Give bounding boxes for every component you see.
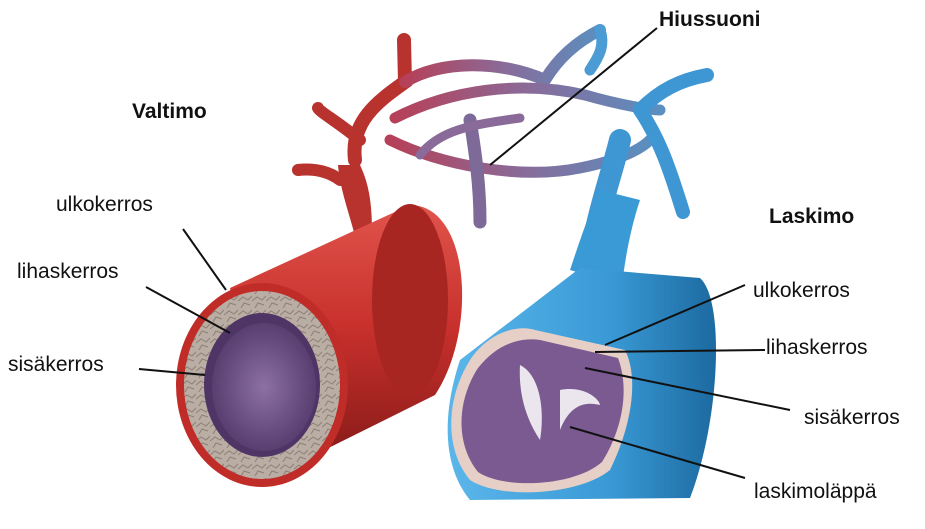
vein-outer-label: ulkokerros xyxy=(753,279,850,303)
vein-muscle-label: lihaskerros xyxy=(766,336,868,360)
artery-inner-label: sisäkerros xyxy=(8,353,104,377)
artery-lumen xyxy=(212,323,316,451)
vein-valve-label: laskimoläppä xyxy=(754,480,877,504)
leader-artery-outer xyxy=(183,229,226,290)
vein-lumen xyxy=(462,339,624,483)
artery-title: Valtimo xyxy=(132,100,207,124)
artery-outer-label: ulkokerros xyxy=(56,193,153,217)
artery-muscle-label: lihaskerros xyxy=(17,260,119,284)
vein-title: Laskimo xyxy=(769,205,854,229)
vein-cylinder xyxy=(448,190,716,500)
vein-inner-label: sisäkerros xyxy=(804,406,900,430)
artery-cylinder xyxy=(176,204,462,487)
capillary-title: Hiussuoni xyxy=(659,8,761,32)
